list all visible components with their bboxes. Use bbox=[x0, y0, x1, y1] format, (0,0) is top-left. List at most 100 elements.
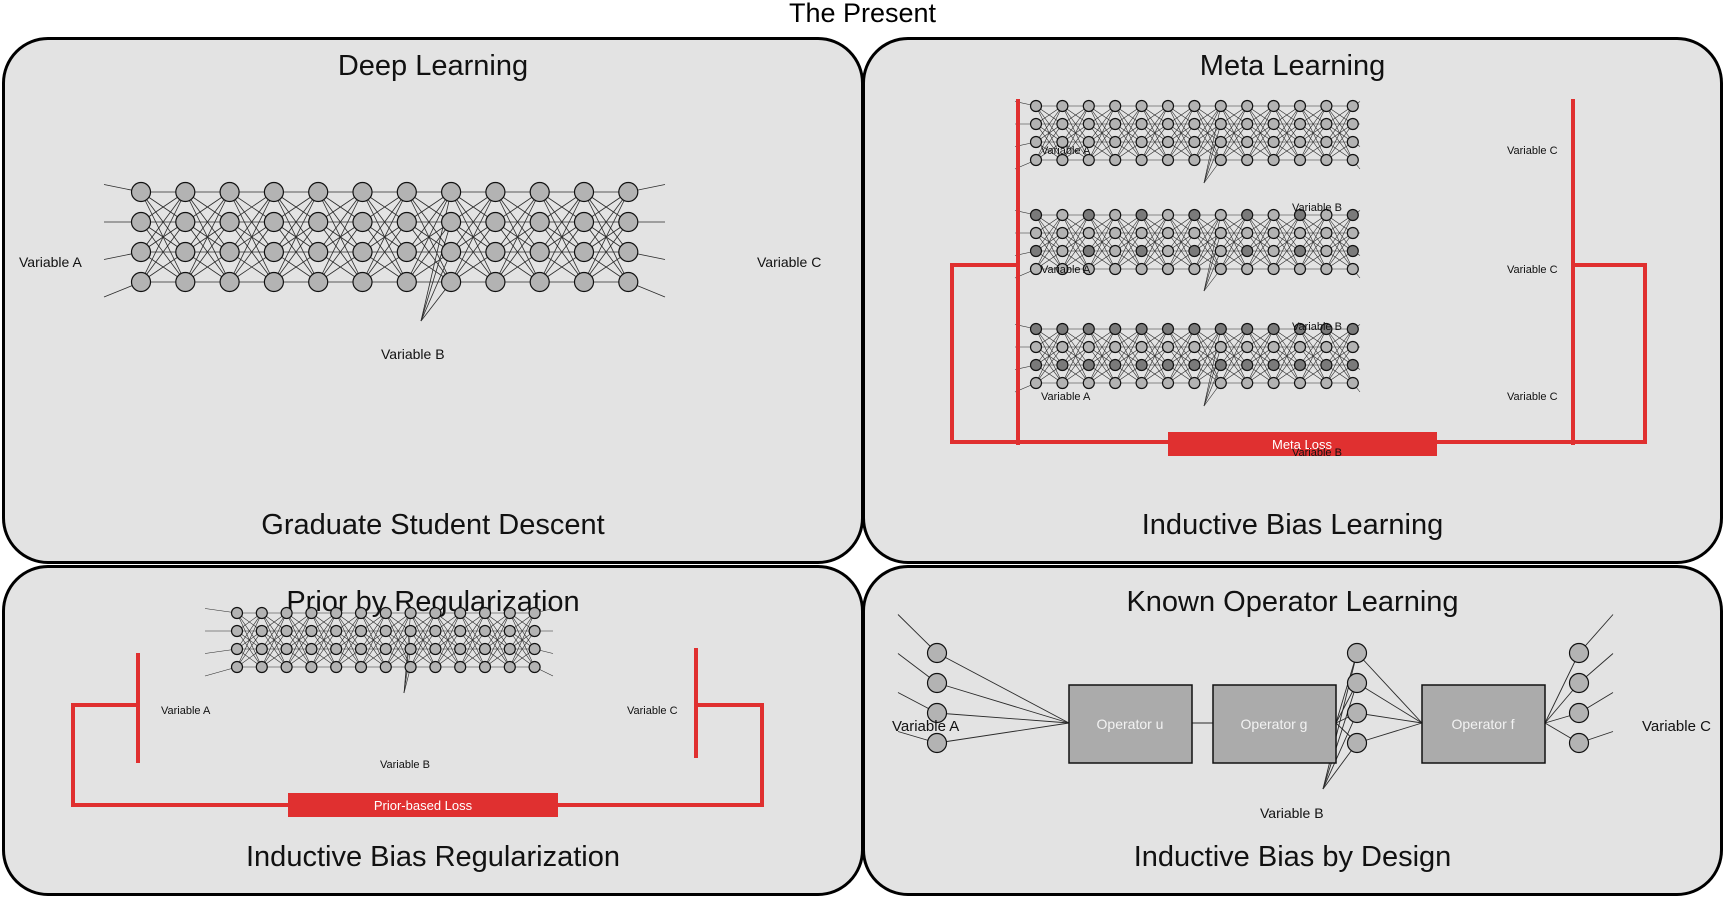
deep-network-diagram: Variable A Variable C Variable B bbox=[19, 181, 821, 362]
neuron-node bbox=[1082, 358, 1095, 372]
neuron-node bbox=[1161, 135, 1175, 149]
neuron-node bbox=[1214, 262, 1227, 276]
neuron-node bbox=[1056, 340, 1069, 354]
neuron-node bbox=[1346, 117, 1359, 131]
neuron-node bbox=[1346, 358, 1359, 372]
neuron-node bbox=[1056, 376, 1069, 390]
neuron-node bbox=[1267, 117, 1280, 131]
neuron-node bbox=[1056, 322, 1069, 336]
neuron-node bbox=[1267, 226, 1280, 240]
neuron-node bbox=[1188, 135, 1201, 149]
meta-network-diagram: Meta Loss Variable A Variable C Variable… bbox=[950, 99, 1647, 459]
neuron-node bbox=[396, 181, 417, 203]
neuron-node bbox=[1161, 358, 1175, 372]
neuron-node bbox=[1346, 208, 1359, 222]
neuron-node bbox=[1267, 135, 1280, 149]
operator-u-box bbox=[1068, 684, 1193, 764]
neuron-node bbox=[1109, 99, 1122, 113]
neuron-node bbox=[1135, 99, 1148, 113]
neuron-node bbox=[1293, 340, 1307, 354]
neuron-node bbox=[1188, 322, 1201, 336]
neuron-node bbox=[1135, 153, 1148, 167]
known-operator-diagram: Operator u Operator g Operator f Variabl… bbox=[892, 614, 1711, 821]
neuron-node bbox=[1135, 244, 1148, 258]
neuron-node bbox=[1109, 244, 1122, 258]
neuron-node bbox=[926, 732, 948, 754]
neuron-node bbox=[926, 702, 948, 724]
neuron-node bbox=[1161, 208, 1175, 222]
neuron-node bbox=[1029, 358, 1043, 372]
neuron-node bbox=[255, 624, 268, 638]
neuron-node bbox=[1214, 340, 1227, 354]
neuron-node bbox=[1135, 376, 1148, 390]
neuron-node bbox=[1029, 244, 1043, 258]
neuron-node bbox=[503, 642, 516, 656]
neuron-node bbox=[1346, 642, 1368, 664]
neuron-node bbox=[308, 241, 329, 263]
variable-c-label: Variable C bbox=[757, 254, 821, 270]
neuron-node bbox=[1293, 244, 1307, 258]
neuron-node bbox=[175, 211, 196, 233]
neuron-node bbox=[255, 642, 268, 656]
neuron-node bbox=[478, 642, 492, 656]
neuron-node bbox=[1109, 340, 1122, 354]
neuron-node bbox=[1056, 153, 1069, 167]
neuron-node bbox=[352, 241, 373, 263]
neuron-node bbox=[429, 642, 442, 656]
neuron-node bbox=[352, 211, 373, 233]
neuron-node bbox=[354, 642, 368, 656]
neuron-node bbox=[219, 181, 240, 203]
neuron-node bbox=[1161, 153, 1175, 167]
variable-b-label: Variable B bbox=[380, 759, 430, 771]
neuron-node bbox=[1214, 322, 1227, 336]
neuron-node bbox=[1188, 376, 1201, 390]
neuron-node bbox=[1082, 262, 1095, 276]
neuron-node bbox=[379, 642, 392, 656]
neuron-node bbox=[396, 271, 417, 293]
neuron-node bbox=[1320, 135, 1333, 149]
neuron-node bbox=[308, 211, 329, 233]
variable-c-label: Variable C bbox=[627, 705, 678, 717]
neuron-node bbox=[1214, 153, 1227, 167]
neuron-node bbox=[1056, 208, 1069, 222]
neuron-node bbox=[1320, 153, 1333, 167]
variable-a-label: Variable A bbox=[1041, 145, 1091, 157]
neuron-node bbox=[429, 606, 442, 620]
neuron-node bbox=[1082, 153, 1095, 167]
neuron-node bbox=[454, 660, 467, 674]
neuron-node bbox=[618, 271, 639, 293]
variable-c-label: Variable C bbox=[1507, 145, 1558, 157]
neuron-node bbox=[1214, 244, 1227, 258]
neuron-node bbox=[1320, 208, 1333, 222]
variable-a-label: Variable A bbox=[161, 705, 211, 717]
neuron-node bbox=[1029, 99, 1043, 113]
neuron-node bbox=[379, 606, 392, 620]
neuron-node bbox=[429, 660, 442, 674]
neuron-node bbox=[1135, 322, 1148, 336]
neuron-node bbox=[926, 672, 948, 694]
neuron-node bbox=[1346, 135, 1359, 149]
figure-title: The Present bbox=[788, 0, 937, 28]
neuron-node bbox=[354, 606, 368, 620]
neuron-node bbox=[441, 241, 462, 263]
neuron-node bbox=[1056, 262, 1069, 276]
neuron-node bbox=[1109, 117, 1122, 131]
neuron-node bbox=[255, 660, 268, 674]
neuron-node bbox=[1320, 358, 1333, 372]
neuron-node bbox=[305, 606, 318, 620]
neuron-node bbox=[1082, 117, 1095, 131]
neuron-node bbox=[1346, 262, 1359, 276]
neuron-node bbox=[175, 241, 196, 263]
neuron-node bbox=[1109, 376, 1122, 390]
neuron-node bbox=[1320, 322, 1333, 336]
variable-a-label: Variable A bbox=[19, 254, 82, 270]
neuron-node bbox=[441, 181, 462, 203]
panel-subtitle: Inductive Bias Regularization bbox=[246, 841, 620, 873]
neuron-node bbox=[1293, 262, 1307, 276]
neuron-node bbox=[478, 624, 492, 638]
operator-f-label: Operator f bbox=[1451, 716, 1514, 732]
operator-g-label: Operator g bbox=[1241, 716, 1308, 732]
prior-loss-box bbox=[288, 793, 558, 817]
meta-loss-label: Meta Loss bbox=[1272, 437, 1332, 452]
neuron-node bbox=[219, 241, 240, 263]
